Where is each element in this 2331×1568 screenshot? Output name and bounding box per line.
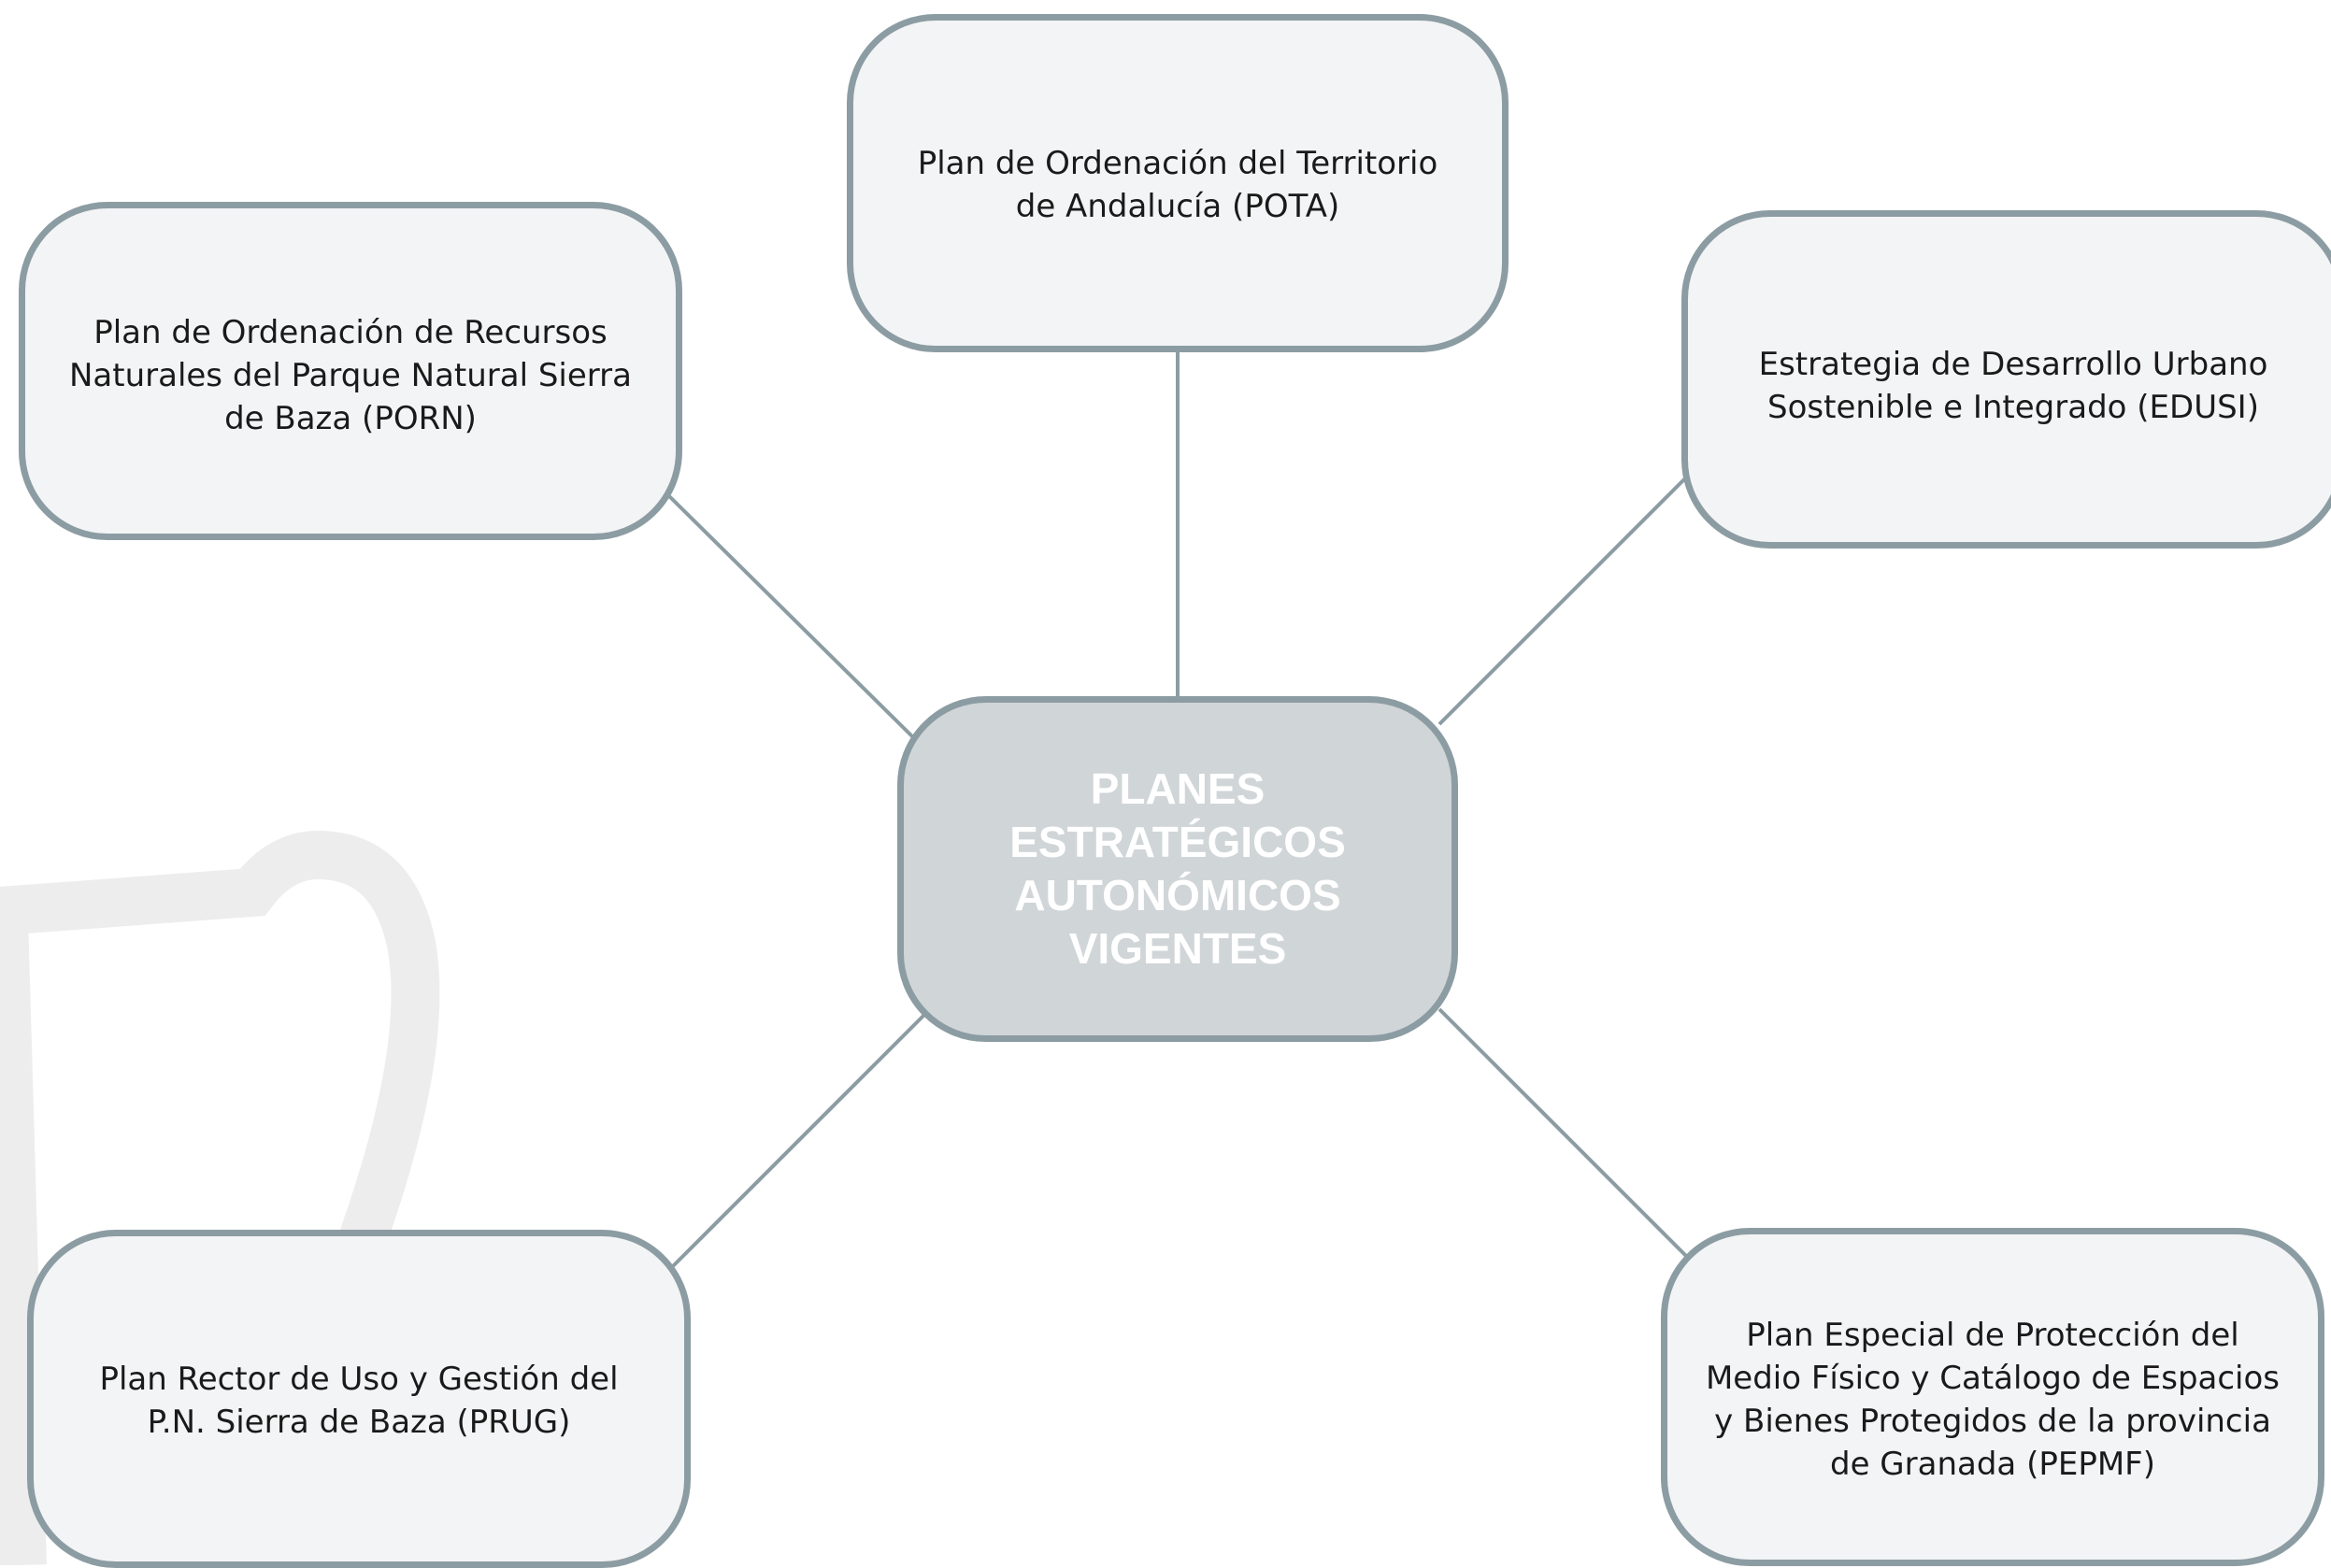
connector-edusi: [1437, 475, 1689, 726]
connector-pepmf: [1437, 1007, 1689, 1259]
node-pepmf: Plan Especial de Protección del Medio Fí…: [1661, 1228, 2324, 1566]
node-porn: Plan de Ordenación de Recursos Naturales…: [19, 202, 682, 540]
node-prug-label: Plan Rector de Uso y Gestión del P.N. Si…: [99, 1361, 619, 1441]
connector-porn: [666, 493, 916, 740]
node-pepmf-label: Plan Especial de Protección del Medio Fí…: [1705, 1317, 2281, 1483]
node-pota-label: Plan de Ordenación del Territorio de And…: [917, 145, 1438, 225]
node-edusi: Estrategia de Desarrollo Urbano Sostenib…: [1681, 210, 2331, 549]
connector-prug: [671, 1012, 927, 1268]
node-pota: Plan de Ordenación del Territorio de And…: [847, 14, 1509, 352]
center-node: PLANES ESTRATÉGICOS AUTONÓMICOS VIGENTES: [897, 696, 1458, 1042]
node-prug: Plan Rector de Uso y Gestión del P.N. Si…: [27, 1230, 691, 1568]
node-edusi-label: Estrategia de Desarrollo Urbano Sostenib…: [1758, 346, 2268, 426]
center-node-label: PLANES ESTRATÉGICOS AUTONÓMICOS VIGENTES: [1009, 764, 1346, 973]
node-porn-label: Plan de Ordenación de Recursos Naturales…: [68, 314, 632, 437]
